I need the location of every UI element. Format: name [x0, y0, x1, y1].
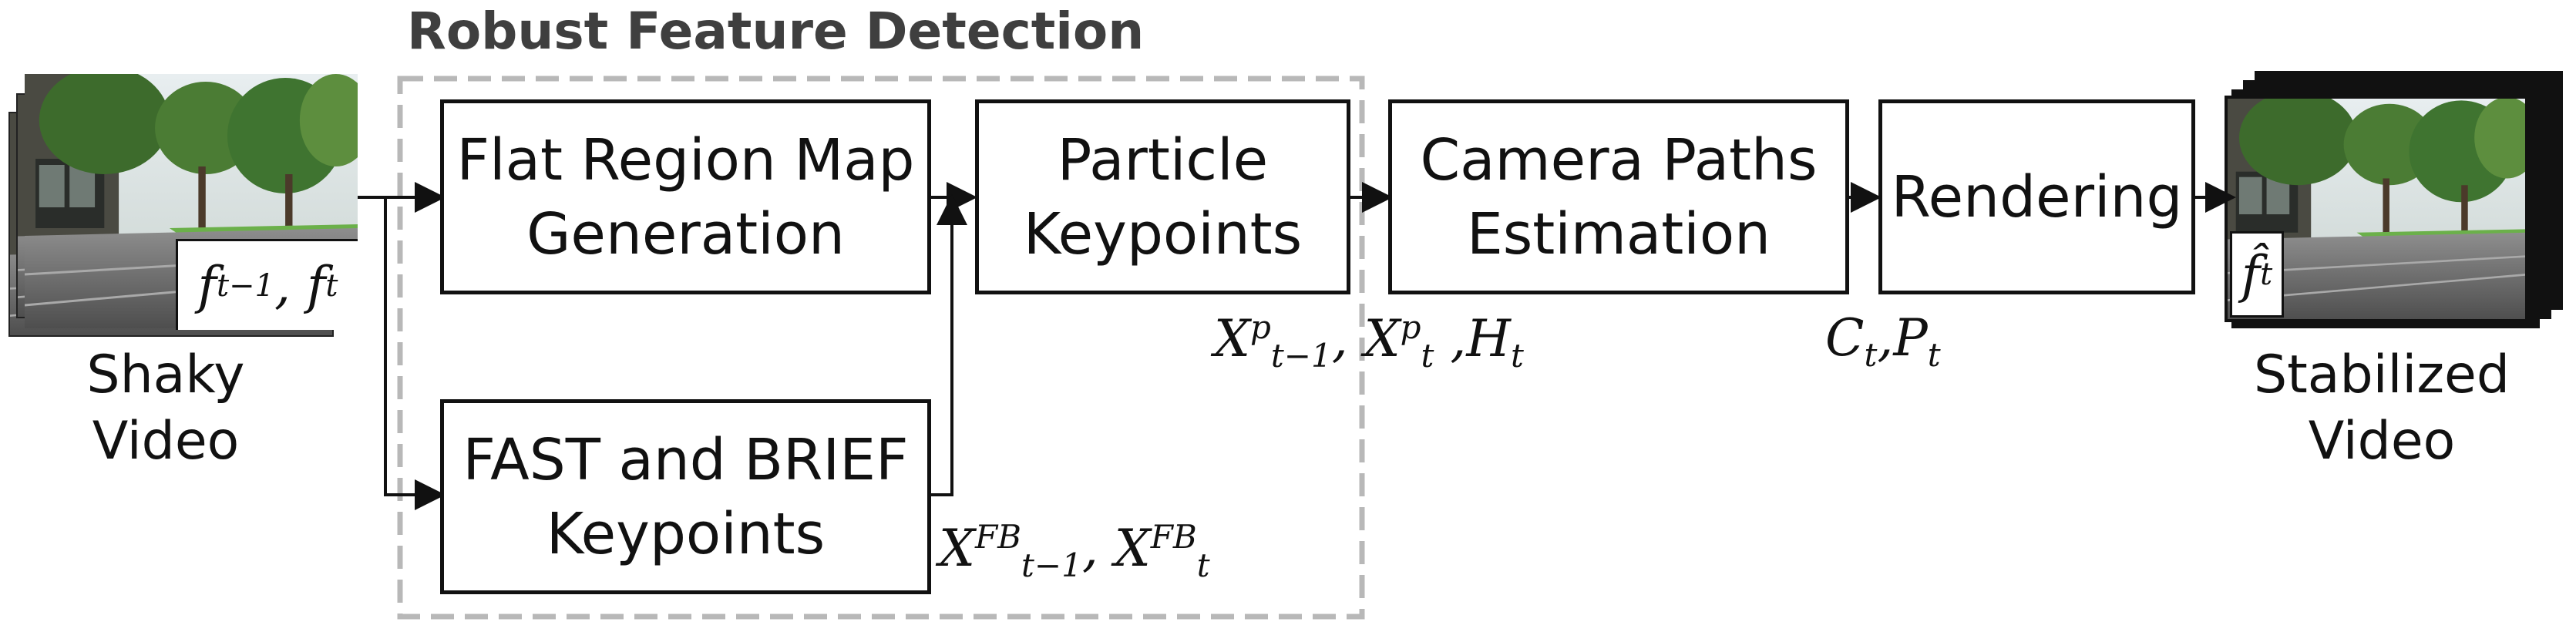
block-label: Estimation: [1466, 200, 1771, 267]
math-separator: ,: [1081, 519, 1115, 578]
math-separator: ,: [1434, 309, 1467, 368]
math-symbol: X: [1364, 309, 1401, 368]
caption-line: Shaky: [86, 345, 245, 405]
math-symbol: C: [1825, 308, 1865, 368]
math-subscript: t: [1864, 336, 1878, 375]
math-separator: ,: [1877, 308, 1894, 368]
math-subscript: t−1: [1270, 337, 1332, 375]
math-symbol: X: [1114, 519, 1151, 578]
frame-subscript: t−1: [216, 267, 274, 304]
block-label: Keypoints: [546, 500, 826, 567]
math-superscript: p: [1400, 308, 1421, 346]
math-superscript: FB: [1150, 518, 1197, 556]
output-frame-label: f̂t: [2230, 231, 2284, 318]
math-superscript: p: [1250, 308, 1271, 346]
caption-line: Stabilized: [2253, 345, 2510, 405]
math-symbol: X: [1214, 309, 1250, 368]
frame-symbol: f̂: [2241, 244, 2261, 304]
caption-line: Video: [2308, 411, 2456, 472]
block-label: Camera Paths: [1420, 126, 1818, 193]
math-subscript: t: [1927, 336, 1941, 375]
block-label: Generation: [526, 200, 845, 267]
math-subscript: t: [1510, 337, 1524, 375]
block-label: Flat Region Map: [456, 126, 915, 193]
particle-keypoints-block: Particle Keypoints: [975, 99, 1350, 294]
fast-brief-keypoints-block: FAST and BRIEF Keypoints: [440, 399, 931, 594]
math-symbol: P: [1893, 308, 1928, 368]
math-symbol: H: [1466, 309, 1511, 368]
block-label: Keypoints: [1023, 200, 1303, 267]
math-subscript: t−1: [1021, 546, 1082, 585]
camera-paths-estimation-block: Camera Paths Estimation: [1388, 99, 1849, 294]
arrow-input-to-fast-brief: [384, 197, 446, 510]
connectors: [358, 182, 2236, 510]
frame-subscript: t: [2260, 257, 2273, 292]
frame-separator: ,: [274, 256, 307, 315]
frame-subscript: t: [325, 267, 338, 304]
frame-symbol: f: [306, 256, 326, 315]
particle-keypoints-label: Xpt−1, Xpt ,Ht: [1214, 308, 1524, 375]
math-subscript: t: [1421, 337, 1434, 375]
block-label: Particle: [1057, 126, 1269, 193]
caption-line: Video: [92, 411, 240, 472]
fb-keypoints-label: XFBt−1, XFBt: [939, 518, 1210, 584]
math-subscript: t: [1196, 546, 1210, 585]
group-title: Robust Feature Detection: [407, 2, 1145, 61]
input-caption: Shaky Video: [69, 342, 262, 475]
stabilized-video-thumbnail: [2225, 71, 2563, 328]
math-separator: ,: [1331, 309, 1364, 368]
flat-region-map-block: Flat Region Map Generation: [440, 99, 931, 294]
math-superscript: FB: [975, 518, 1022, 556]
arrow-fast-brief-to-particle: [929, 194, 967, 496]
camera-paths-label: Ct,Pt: [1825, 308, 1941, 374]
block-label: FAST and BRIEF: [462, 426, 909, 493]
robust-feature-group: [397, 76, 1365, 620]
output-caption: Stabilized Video: [2235, 342, 2528, 475]
math-symbol: X: [939, 519, 975, 578]
block-label: Rendering: [1891, 163, 2183, 230]
frame-symbol: f: [197, 256, 217, 315]
rendering-block: Rendering: [1878, 99, 2195, 294]
